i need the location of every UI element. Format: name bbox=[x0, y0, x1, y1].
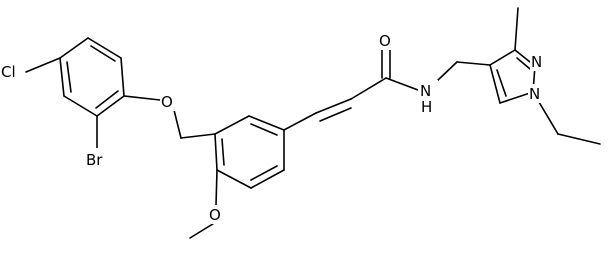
aryl-o-bond bbox=[123, 95, 161, 101]
vinyl-double-bond-inner bbox=[319, 107, 352, 122]
ring-methyl-bond bbox=[514, 7, 519, 51]
atom-label-methoxy-oxygen: O bbox=[209, 206, 221, 224]
vinyl-carbonyl-bond bbox=[350, 77, 387, 100]
c-cl-bond bbox=[25, 57, 61, 73]
ethyl-cc-bond bbox=[557, 133, 601, 145]
atom-label-pyrazole-n1: N bbox=[529, 85, 540, 103]
vinyl-double-bond-outer bbox=[315, 98, 352, 114]
carbonyl-n-bond bbox=[385, 77, 419, 91]
o-ch3-bond bbox=[189, 221, 217, 239]
o-ch2-bond bbox=[173, 109, 182, 139]
atom-label-br: Br bbox=[86, 151, 103, 169]
n-ch2-bond bbox=[437, 61, 458, 81]
methoxyphenyl-ring bbox=[214, 115, 285, 189]
atom-label-amide-hydrogen: H bbox=[421, 98, 432, 116]
atom-label-ether-oxygen: O bbox=[161, 93, 173, 111]
ch2-pyrazole-bond bbox=[456, 61, 491, 66]
ch2-aryl-bond bbox=[180, 133, 216, 139]
chlorobromophenyl-ring bbox=[59, 37, 125, 117]
aryl-o-methoxy-bond bbox=[215, 169, 218, 206]
atom-label-amide-nitrogen: N bbox=[420, 82, 431, 100]
atom-label-pyrazole-n2: N bbox=[531, 53, 542, 71]
aryl-vinyl-bond bbox=[283, 112, 317, 131]
atom-label-cl: Cl bbox=[1, 63, 16, 81]
atom-label-carbonyl-oxygen: O bbox=[379, 32, 391, 50]
